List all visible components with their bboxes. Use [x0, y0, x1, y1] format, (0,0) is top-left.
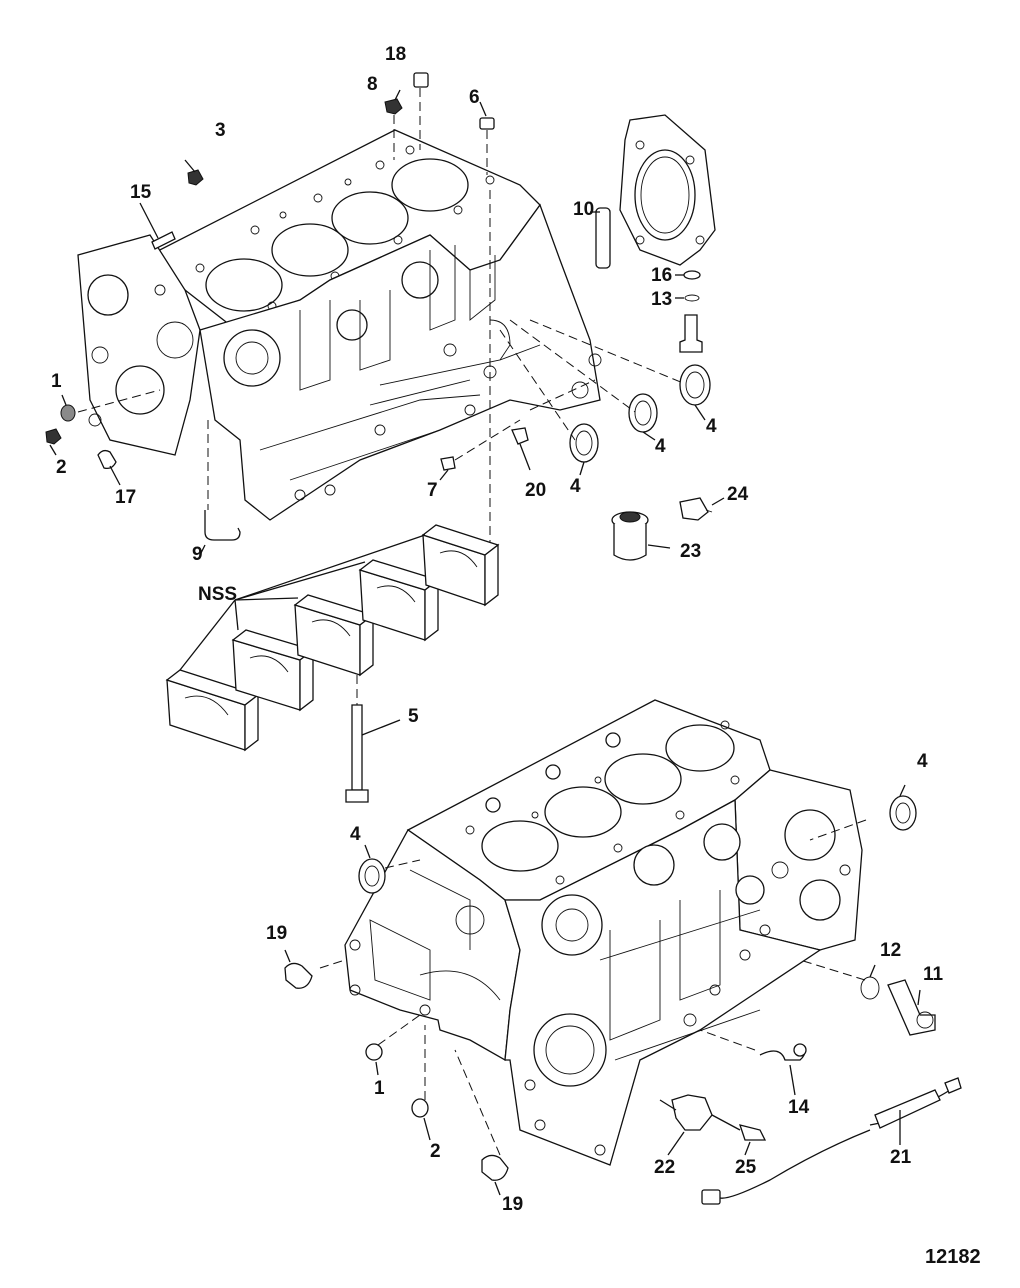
figure-id: 12182 [925, 1246, 981, 1268]
callout-17: 17 [115, 487, 136, 508]
callout-8: 8 [367, 74, 378, 95]
callout-1-top: 1 [51, 371, 62, 392]
callout-11: 11 [923, 964, 944, 985]
rear-seal-housing [619, 114, 716, 266]
callout-3: 3 [215, 120, 226, 141]
callout-2-bottom: 2 [430, 1141, 441, 1162]
callout-6: 6 [469, 87, 480, 108]
lower-cylinder-block [344, 699, 863, 1166]
callout-22: 22 [654, 1157, 675, 1178]
callout-14: 14 [788, 1097, 810, 1118]
upper-cylinder-block [77, 129, 602, 521]
lower-leaders [284, 784, 921, 1196]
callout-24: 24 [727, 484, 749, 505]
callout-labels: 18 8 6 3 15 10 16 13 1 4 4 2 20 4 7 17 2… [51, 44, 981, 1268]
callout-25: 25 [735, 1157, 757, 1178]
callout-4-top-right: 4 [706, 416, 717, 437]
callout-23: 23 [680, 541, 701, 562]
callout-18: 18 [385, 44, 406, 65]
callout-19-left: 19 [266, 923, 287, 944]
callout-9: 9 [192, 544, 203, 565]
callout-16: 16 [651, 265, 672, 286]
upper-small-parts [45, 72, 713, 561]
callout-1-bottom: 1 [374, 1078, 385, 1099]
callout-21: 21 [890, 1147, 912, 1168]
callout-13: 13 [651, 289, 672, 310]
callout-12: 12 [880, 940, 901, 961]
upper-leaders [49, 88, 725, 560]
lower-small-parts [284, 795, 962, 1205]
callout-19-bottom: 19 [502, 1194, 523, 1215]
callout-4-top-left: 4 [570, 476, 581, 497]
callout-4-top-mid: 4 [655, 436, 666, 457]
callout-2-top: 2 [56, 457, 67, 478]
callout-nss: NSS [198, 584, 237, 605]
callout-4-bottom-left: 4 [350, 824, 361, 845]
callout-15: 15 [130, 182, 152, 203]
callout-7: 7 [427, 480, 438, 501]
callout-5: 5 [408, 706, 419, 727]
callout-4-bottom-right: 4 [917, 751, 928, 772]
main-bearing-caps [165, 524, 500, 803]
callout-10: 10 [573, 199, 594, 220]
callout-20: 20 [525, 480, 546, 501]
